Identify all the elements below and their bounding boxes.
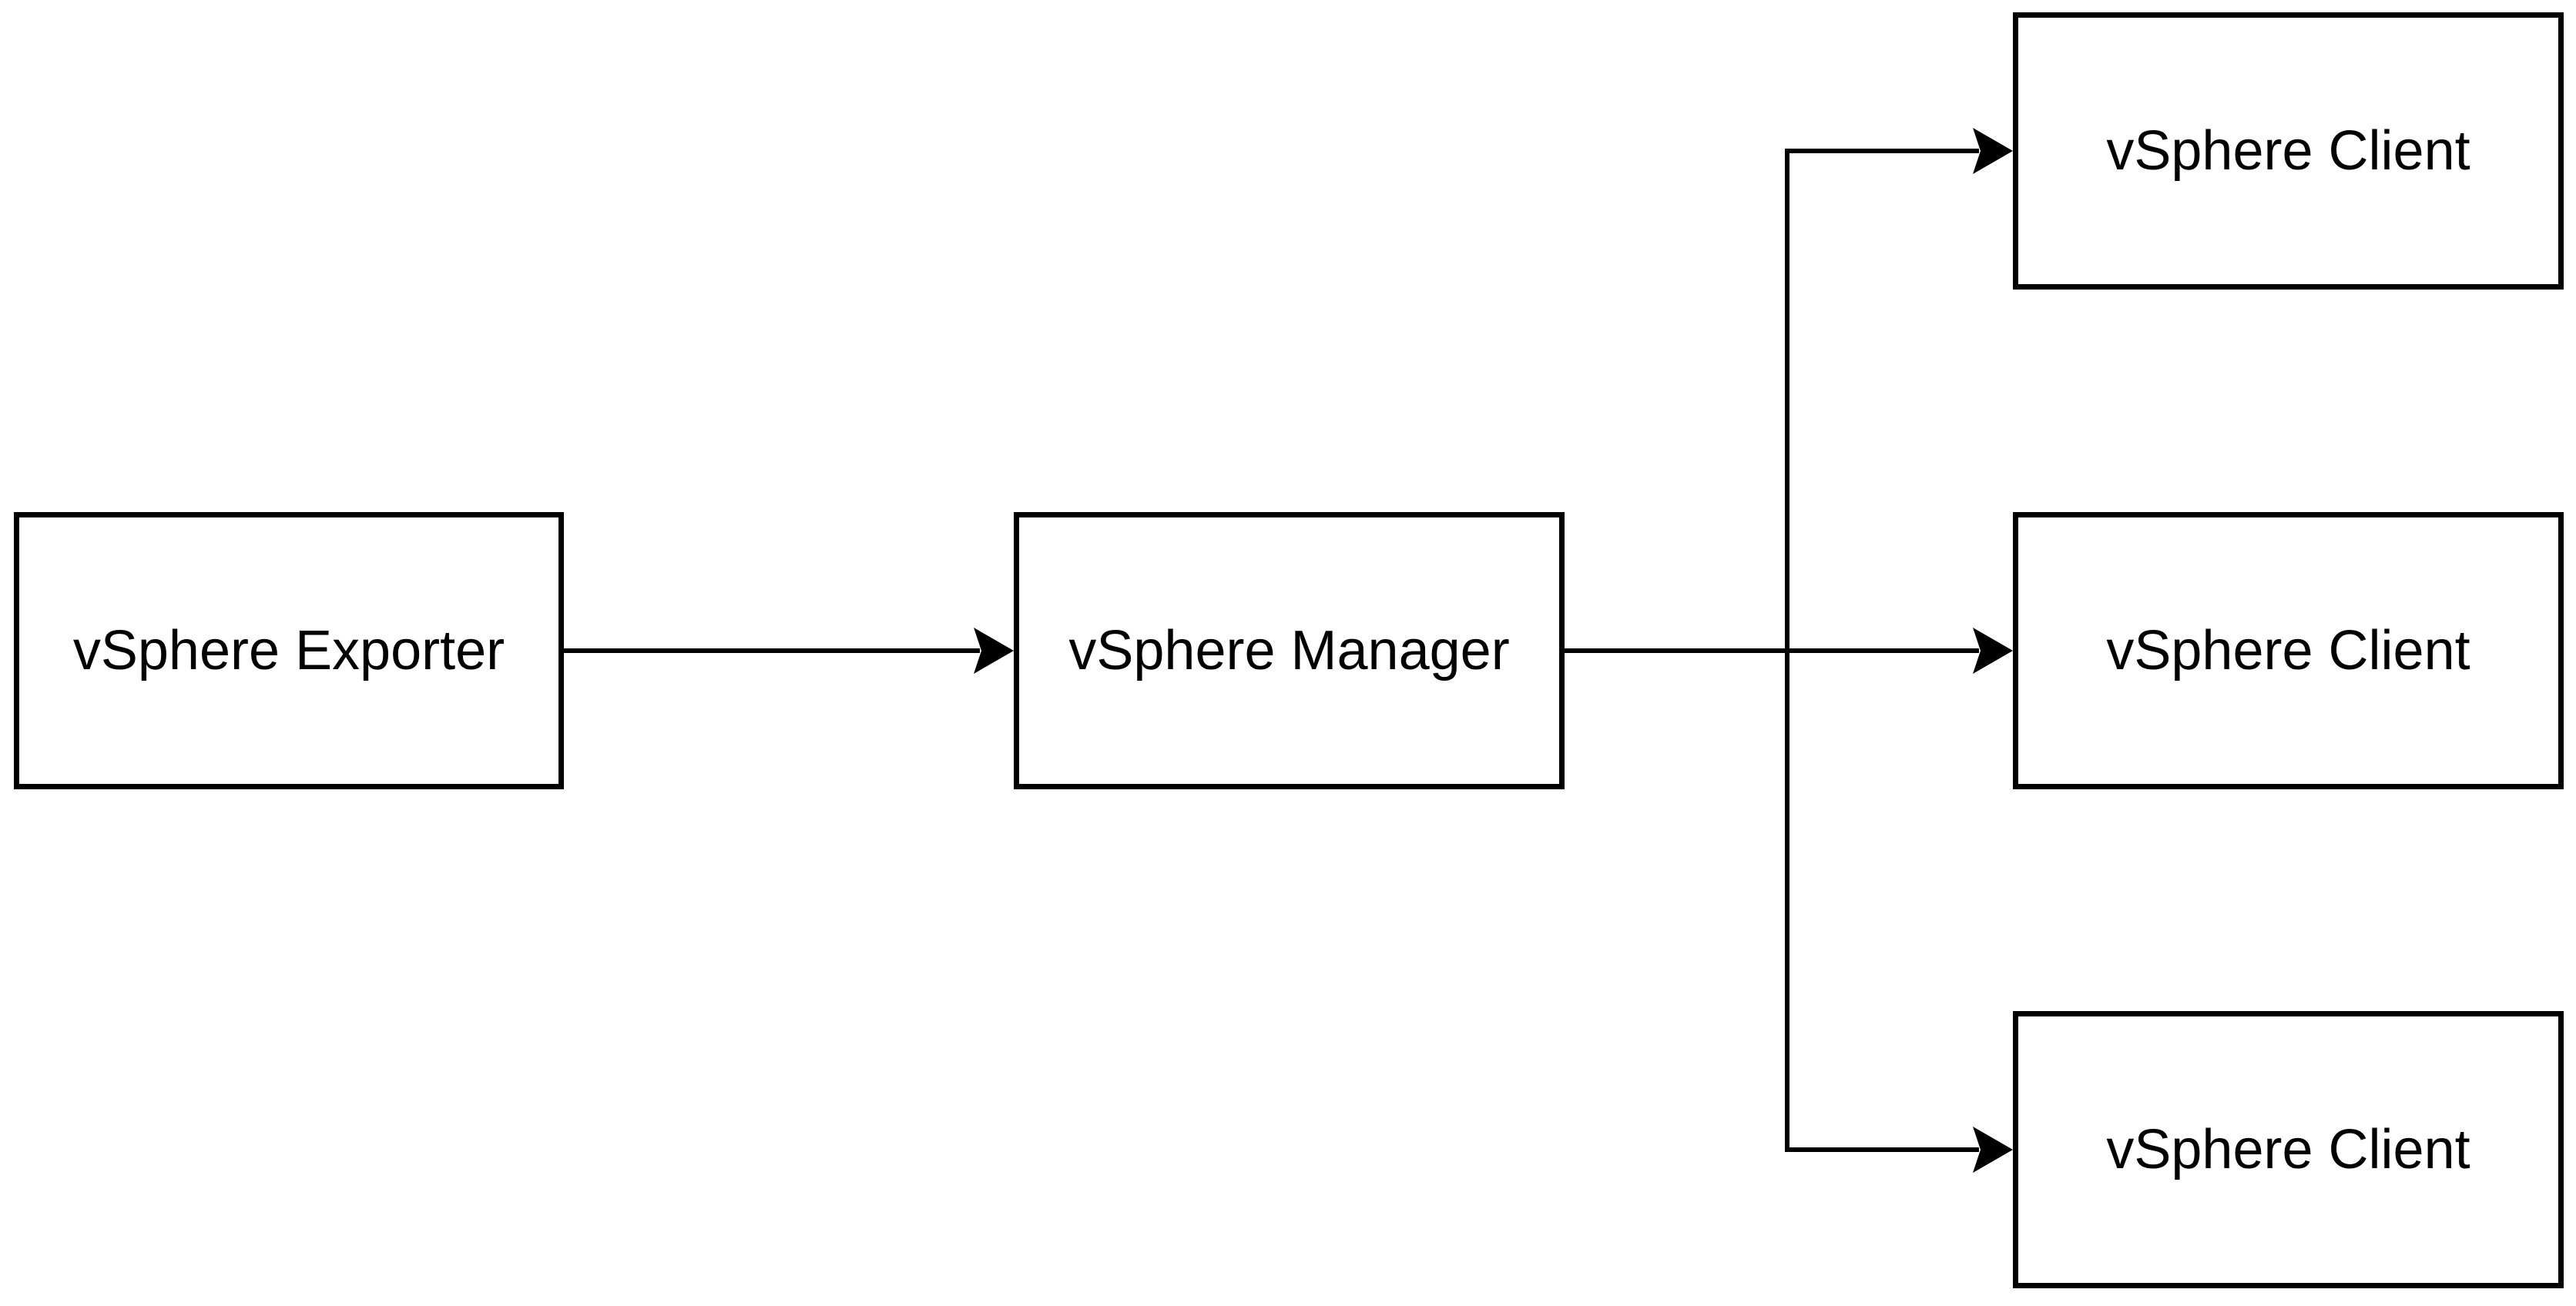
arrowhead-manager-to-client-1 [1973, 128, 2013, 174]
node-vsphere-manager-label: vSphere Manager [1068, 619, 1510, 681]
node-vsphere-client-2-label: vSphere Client [2106, 619, 2470, 681]
arrowhead-manager-to-client-3 [1973, 1127, 2013, 1173]
node-vsphere-client-3: vSphere Client [2013, 1011, 2564, 1288]
arrowhead-manager-to-client-2 [1973, 628, 2013, 674]
node-vsphere-client-1: vSphere Client [2013, 12, 2564, 290]
arrowhead-exporter-to-manager [974, 628, 1014, 674]
node-vsphere-client-3-label: vSphere Client [2106, 1118, 2470, 1180]
node-vsphere-client-2: vSphere Client [2013, 512, 2564, 789]
node-vsphere-manager: vSphere Manager [1014, 512, 1565, 789]
node-vsphere-exporter-label: vSphere Exporter [72, 619, 505, 681]
node-vsphere-exporter: vSphere Exporter [14, 512, 564, 789]
node-vsphere-client-1-label: vSphere Client [2106, 119, 2470, 182]
